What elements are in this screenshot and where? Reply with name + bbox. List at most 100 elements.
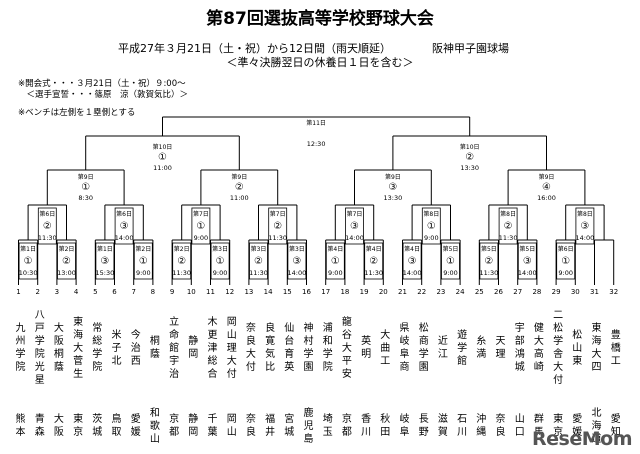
match-num: ① — [81, 182, 90, 193]
team-number: 26 — [494, 288, 503, 296]
team-school: 英明 — [358, 335, 370, 361]
team-prefecture: 山口 — [512, 413, 524, 439]
match-num: ① — [139, 256, 148, 267]
team-prefecture: 香川 — [358, 413, 370, 439]
team-column: 静岡静岡 — [182, 298, 200, 448]
team-prefecture: 愛知 — [608, 413, 620, 439]
team-prefecture: 長野 — [416, 413, 428, 439]
team-column: 仙台育英宮城 — [278, 298, 296, 448]
team-school: 宇部鴻城 — [512, 322, 524, 374]
match-day: 第2日 — [135, 245, 151, 253]
match-box — [268, 207, 288, 245]
match-time: 11:00 — [153, 164, 172, 172]
match-num: ① — [24, 256, 33, 267]
team-school: 神村学園 — [301, 322, 312, 374]
match-box — [210, 242, 230, 280]
match-box — [18, 242, 38, 280]
match-day: 第1日 — [97, 245, 113, 253]
team-number: 21 — [398, 288, 407, 296]
team-number: 23 — [436, 288, 445, 296]
match-num: ③ — [292, 256, 301, 267]
team-column: 良寛気比福井 — [259, 298, 277, 448]
match-box — [133, 242, 153, 280]
team-school: 桐蔭 — [147, 335, 159, 361]
match-day: 第9日 — [78, 173, 94, 181]
team-prefecture: 青森 — [32, 413, 44, 439]
team-prefecture: 宮城 — [281, 413, 293, 439]
team-number: 12 — [225, 288, 234, 296]
team-column: 桐蔭和歌山 — [144, 298, 162, 448]
match-time: 14:00 — [288, 269, 307, 277]
match-box — [287, 242, 307, 280]
team-column: 東海大四北海道 — [586, 298, 604, 448]
team-number: 31 — [590, 288, 599, 296]
match-num: ② — [273, 221, 282, 232]
match-day: 第3日 — [212, 245, 228, 253]
team-column: 木更津総合千葉 — [202, 298, 220, 448]
match-num: ① — [216, 256, 225, 267]
team-school: 健大高崎 — [531, 322, 543, 374]
team-column: 今治西愛媛 — [125, 298, 143, 448]
match-num: ① — [196, 221, 205, 232]
team-prefecture: 愛媛 — [128, 413, 140, 439]
team-number: 4 — [74, 288, 79, 296]
team-column: 奈良大付奈良 — [240, 298, 258, 448]
match-day: 第2日 — [174, 245, 190, 253]
match-num: ③ — [350, 221, 359, 232]
match-day: 第10日 — [153, 143, 173, 151]
schedule-text: 平成27年３月21日（土・祝）から12日間（雨天順延） — [118, 42, 391, 55]
match-time: 13:00 — [57, 269, 76, 277]
team-number: 32 — [609, 288, 618, 296]
round1-match: 第3日 ③ 14:00 — [287, 242, 307, 280]
match-box — [517, 242, 537, 280]
team-prefecture: 熊本 — [13, 413, 24, 439]
team-number: 13 — [244, 288, 253, 296]
opening-note: ※開会式・・・３月21日（土・祝）９:00～ — [18, 79, 186, 89]
match-time: 13:30 — [460, 164, 479, 172]
team-school: 今治西 — [128, 328, 140, 368]
team-prefecture: 東京 — [550, 413, 562, 439]
team-column: 立命館宇治京都 — [163, 298, 181, 448]
match-day: 第10日 — [460, 143, 480, 151]
team-column: 近江滋賀 — [432, 298, 450, 448]
team-column: 米子北鳥取 — [106, 298, 124, 448]
match-num: ③ — [523, 256, 532, 267]
team-column: 天理奈良 — [490, 298, 508, 448]
match-day: 第7日 — [193, 210, 209, 218]
team-school: 松山東 — [569, 328, 581, 368]
team-number: 6 — [112, 288, 117, 296]
match-box — [172, 242, 192, 280]
team-prefecture: 大阪 — [51, 413, 63, 439]
team-number: 10 — [187, 288, 196, 296]
match-box — [345, 207, 364, 245]
team-number: 9 — [170, 288, 174, 296]
team-number: 2 — [35, 288, 39, 296]
match-day: 第3日 — [289, 245, 305, 253]
team-prefecture: 沖縄 — [473, 413, 485, 439]
team-column: 松商学園長野 — [413, 298, 431, 448]
match-box — [498, 207, 518, 245]
match-box — [191, 207, 211, 245]
match-num: ③ — [120, 221, 129, 232]
team-number: 20 — [379, 288, 388, 296]
match-day: 第5日 — [443, 245, 459, 253]
team-prefecture: 京都 — [339, 413, 351, 439]
team-number: 7 — [131, 288, 135, 296]
team-number: 29 — [552, 288, 561, 296]
team-school: 東海大菅生 — [70, 315, 82, 381]
match-day: 第4日 — [327, 245, 343, 253]
match-time: 11:00 — [230, 194, 249, 202]
